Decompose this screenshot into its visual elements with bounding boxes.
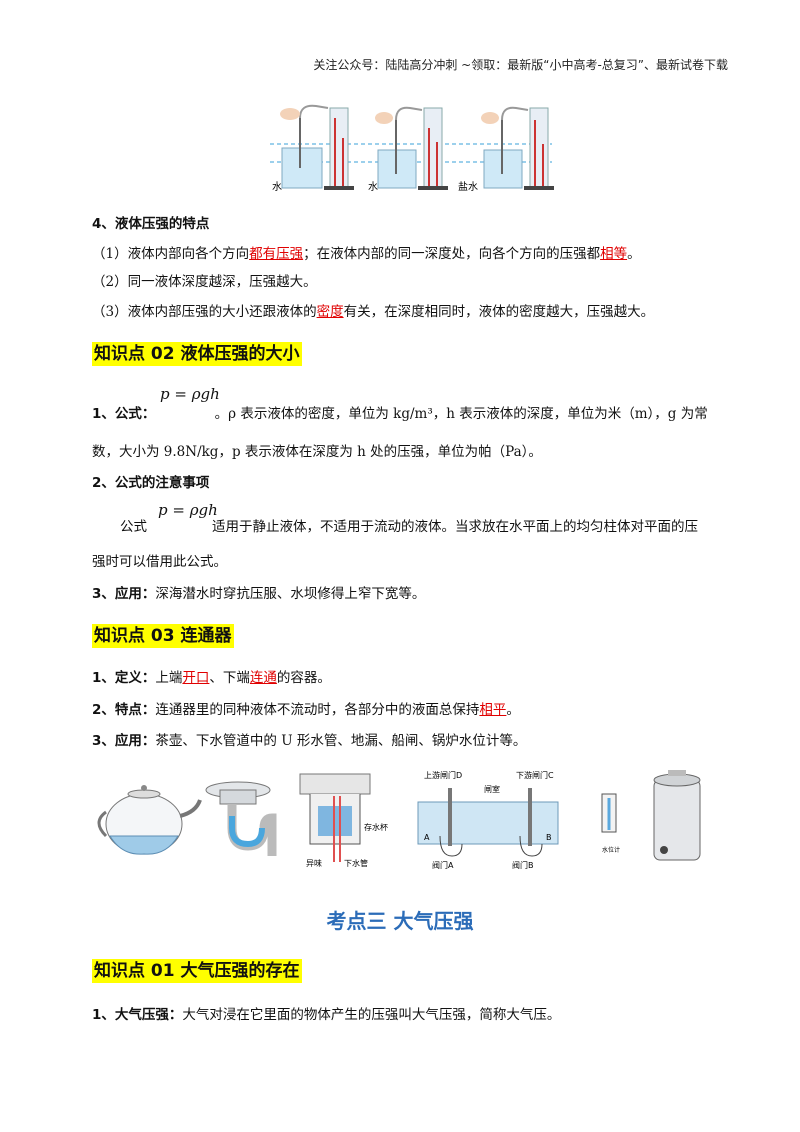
text: 上端 <box>155 670 183 686</box>
item-label: 3、应用： <box>92 733 156 749</box>
kp03-application: 3、应用：茶壶、下水管道中的 U 形水管、地漏、船闸、锅炉水位计等。 <box>92 731 526 751</box>
header-note: 关注公众号：陆陆高分冲刺 ~领取：最新版“小中高考-总复习”、最新试卷下载 <box>313 58 728 72</box>
kp02-title: 知识点 02 液体压强的大小 <box>92 342 302 366</box>
drain-label-pipe: 下水管 <box>344 858 368 868</box>
keyword: 相等 <box>600 246 628 262</box>
text: 。 <box>627 246 641 262</box>
kp01-title: 知识点 01 大气压强的存在 <box>92 959 302 983</box>
beaker-set-3: 盐水 <box>458 106 554 193</box>
kp03-feature: 2、特点：连通器里的同种液体不流动时，各部分中的液面总保持相平。 <box>92 700 520 720</box>
section4-heading: 4、液体压强的特点 <box>92 216 210 232</box>
kp02-item1-line2: 数，大小为 9.8N/kg，p 表示液体在深度为 h 处的压强，单位为帕（Pa）… <box>92 444 542 460</box>
text: 。 <box>506 702 520 718</box>
item-label: 1、定义： <box>92 670 156 686</box>
item-label: 1、公式： <box>92 406 149 422</box>
lock-label-lower-gate: 下游闸门C <box>516 770 554 780</box>
keyword: 连通 <box>249 670 277 686</box>
lock-label-valve-b: 阀门B <box>512 860 534 870</box>
floor-drain-illustration: 存水杯 异味 下水管 <box>299 773 388 868</box>
u-pipe-illustration <box>205 781 277 856</box>
fig-label-saltwater: 盐水 <box>458 180 478 193</box>
item-label: 3、应用： <box>92 586 156 602</box>
text: 茶壶、下水管道中的 U 形水管、地漏、船闸、锅炉水位计等。 <box>155 733 527 749</box>
pressure-experiment-figure: 水 水 盐水 <box>270 104 554 193</box>
item-label: 2、特点： <box>92 702 156 718</box>
lock-label-b: B <box>546 833 552 842</box>
keyword: 都有压强 <box>249 246 304 262</box>
text: 深海潜水时穿抗压服、水坝修得上窄下宽等。 <box>155 586 426 602</box>
section4-point3: （3）液体内部压强的大小还跟液体的密度有关，在深度相同时，液体的密度越大，压强越… <box>92 302 654 322</box>
lock-label-valve-a: 阀门A <box>432 860 454 870</box>
keyword: 密度 <box>316 304 344 320</box>
text: 的容器。 <box>276 670 331 686</box>
section4-point1: （1）液体内部向各个方向都有压强；在液体内部的同一深度处，向各个方向的压强都相等… <box>92 244 641 264</box>
keyword: 开口 <box>182 670 210 686</box>
drain-label-cup: 存水杯 <box>364 822 388 832</box>
keyword: 相平 <box>479 702 507 718</box>
kp02-item2-line2: 强时可以借用此公式。 <box>92 554 227 570</box>
kp01-item1: 1、大气压强：大气对浸在它里面的物体产生的压强叫大气压强，简称大气压。 <box>92 1005 560 1025</box>
fig-label-water-2: 水 <box>368 181 378 193</box>
section3-title: 考点三 大气压强 <box>326 909 474 933</box>
boiler-illustration: 水位计 <box>601 770 701 861</box>
fig-label-water-1: 水 <box>272 181 282 193</box>
beaker-set-1: 水 <box>272 104 354 193</box>
kp02-item1: 1、公式： 。ρ 表示液体的密度，单位为 kg/m³，h 表示液体的深度，单位为米… <box>92 404 708 424</box>
kp02-item3: 3、应用：深海潜水时穿抗压服、水坝修得上窄下宽等。 <box>92 584 425 604</box>
lock-label-a: A <box>424 833 430 842</box>
kp03-definition: 1、定义：上端开口、下端连通的容器。 <box>92 668 331 688</box>
kp02-item2-prefix: 公式 <box>120 519 147 535</box>
kp02-item2-label: 2、公式的注意事项 <box>92 475 210 491</box>
text: （3）液体内部压强的大小还跟液体的 <box>92 304 317 320</box>
connector-applications-figure: 存水杯 异味 下水管 上游闸门D 下游闸门C 闸室 A B 阀门A 阀门B 水位… <box>97 770 701 870</box>
kp02-item2-line1: 适用于静止液体，不适用于流动的液体。当求放在水平面上的均匀柱体对平面的压 <box>212 519 698 535</box>
drain-label-odor: 异味 <box>306 858 322 868</box>
boiler-label-gauge: 水位计 <box>602 846 620 854</box>
teapot-illustration <box>97 785 202 855</box>
text: 有关，在深度相同时，液体的密度越大，压强越大。 <box>343 304 655 320</box>
item-label: 1、大气压强： <box>92 1007 183 1023</box>
formula-1: p = ρgh <box>160 385 220 403</box>
section4-point2: （2）同一液体深度越深，压强越大。 <box>92 274 317 290</box>
text: 。ρ 表示液体的密度，单位为 kg/m³，h 表示液体的深度，单位为米（m），g… <box>214 406 708 422</box>
text: 大气对浸在它里面的物体产生的压强叫大气压强，简称大气压。 <box>182 1007 561 1023</box>
text: 连通器里的同种液体不流动时，各部分中的液面总保持 <box>155 702 480 718</box>
kp03-title: 知识点 03 连通器 <box>92 624 234 648</box>
text: 、下端 <box>209 670 250 686</box>
text: ；在液体内部的同一深度处，向各个方向的压强都 <box>303 246 601 262</box>
text: （1）液体内部向各个方向 <box>92 246 250 262</box>
ship-lock-illustration: 上游闸门D 下游闸门C 闸室 A B 阀门A 阀门B <box>417 770 559 870</box>
formula-2: p = ρgh <box>158 501 218 519</box>
lock-label-chamber: 闸室 <box>484 784 500 794</box>
beaker-set-2: 水 <box>368 106 448 193</box>
lock-label-upper-gate: 上游闸门D <box>424 770 462 780</box>
